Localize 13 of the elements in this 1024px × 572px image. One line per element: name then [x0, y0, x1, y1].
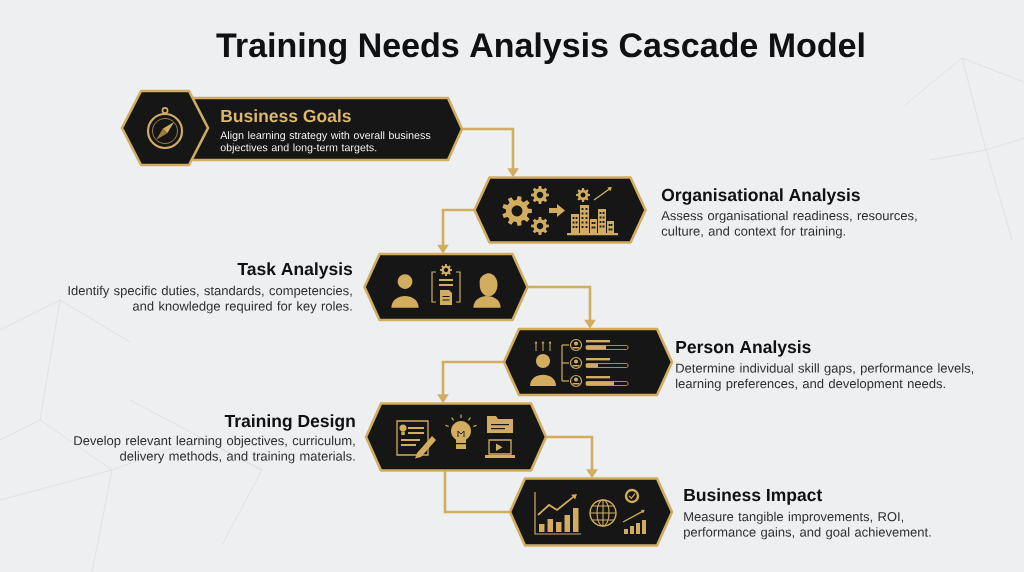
step-description: Develop relevant learning objectives, curriculum, delivery methods, and training materials.: [74, 435, 355, 464]
step-heading: Person Analysis: [676, 340, 811, 357]
step-heading: Organisational Analysis: [661, 188, 860, 205]
step-description: Measure tangible improvements, ROI, performance gains, and goal achievement.: [684, 511, 931, 540]
step-heading: Business Impact: [684, 488, 823, 505]
step-description: Determine individual skill gaps, performance levels, learning preferences, and development needs.: [676, 363, 974, 391]
step-heading: Task Analysis: [237, 262, 353, 279]
step-description: Identify specific duties, standards, competencies, and knowledge required for key roles.: [68, 285, 352, 314]
banner-box: Business Goals Align learning strategy with overall business objectives and long-term targets.: [120, 89, 464, 167]
step-heading: Training Design: [224, 414, 355, 431]
step-description: Assess organisational readiness, resources, culture, and context for training.: [661, 210, 917, 239]
connector-line: [443, 470, 510, 514]
title: Training Needs Analysis Cascade Model: [216, 32, 864, 65]
